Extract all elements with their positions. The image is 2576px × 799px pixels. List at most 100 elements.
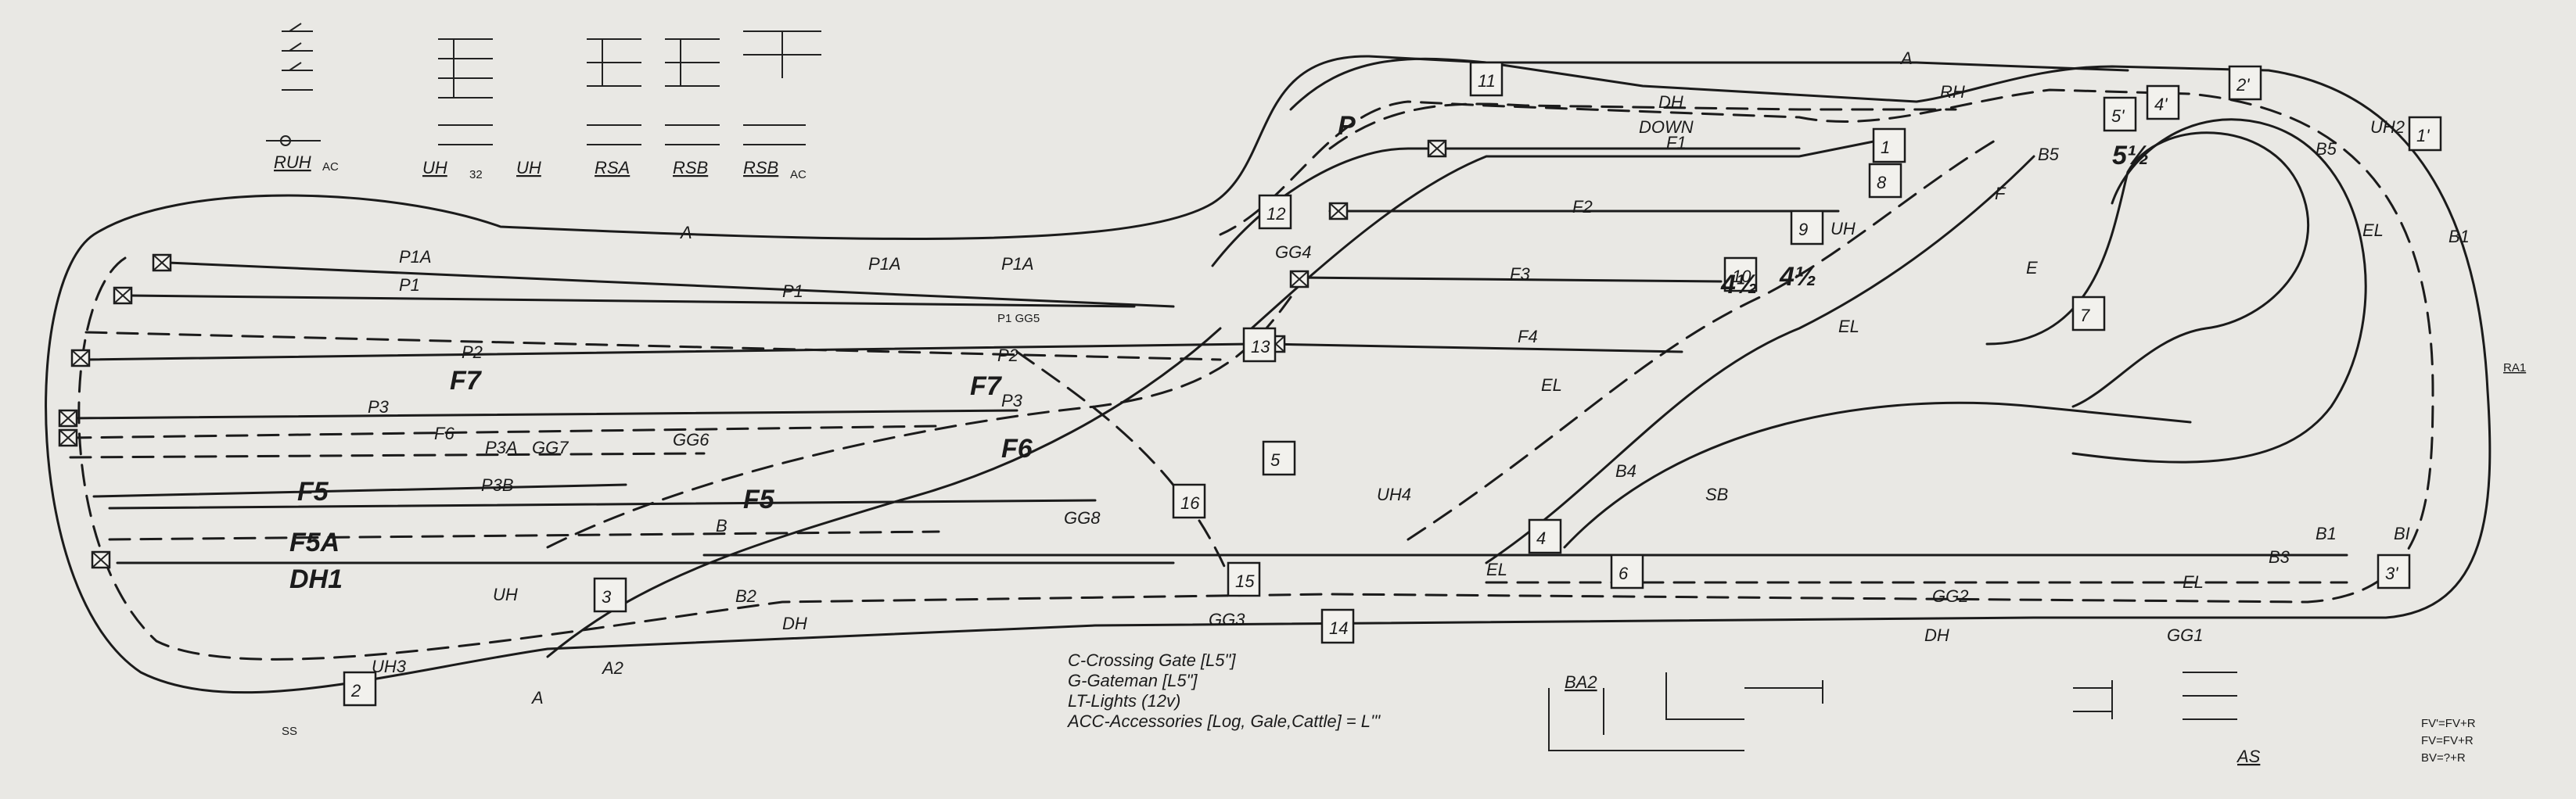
label-b-mid: B: [716, 516, 728, 536]
schematic-ruh-sub: AC: [322, 160, 339, 174]
label-el-3: EL: [1486, 560, 1507, 579]
label-el-2: EL: [1838, 317, 1859, 336]
label-el-1: EL: [1541, 375, 1562, 395]
block-box-16: [1172, 483, 1206, 519]
block-number-12: 12: [1266, 204, 1285, 224]
label-dh-top: DH: [1658, 92, 1683, 112]
label-f5-mid: F5: [743, 485, 775, 514]
track-f6: [69, 425, 940, 439]
schematic-rsa-label: RSA: [595, 158, 630, 177]
label-uh-mid: UH: [1831, 219, 1856, 238]
label-f5: F5: [297, 477, 329, 507]
track-p2: [84, 331, 1222, 361]
label-gg2: GG2: [1932, 586, 1968, 606]
block-number-20: 4': [2154, 95, 2168, 114]
label-b2: B2: [735, 586, 756, 606]
label-p1-mid: P1: [782, 281, 803, 301]
label-b1b: B1: [2316, 524, 2337, 543]
track-outer-loop: [45, 55, 2492, 694]
label-p1a: P1A: [399, 247, 432, 267]
track-diag-5: [1485, 155, 2035, 564]
legend: C-Crossing Gate [L5"] G-Gateman [L5"] LT…: [1066, 650, 1381, 731]
block-number-8: 8: [1877, 173, 1887, 192]
label-f7: F7: [450, 366, 483, 396]
block-number-10: 10: [1732, 267, 1751, 286]
label-p3: P3: [368, 397, 390, 417]
label-b5: B5: [2038, 145, 2060, 164]
label-b5b: B5: [2316, 139, 2337, 159]
block-number-17: 1': [2416, 126, 2430, 145]
label-a-low: A: [530, 688, 544, 708]
schematic-uh32-sub: 32: [469, 168, 483, 181]
block-box-4: [1528, 518, 1562, 554]
label-b3: B3: [2269, 547, 2290, 567]
block-box-20: [2146, 84, 2180, 120]
block-number-2: 2: [350, 681, 361, 700]
block-box-18: [2228, 65, 2262, 101]
label-el-4: EL: [2183, 572, 2204, 592]
block-number-3: 3: [602, 587, 612, 607]
label-gg4: GG4: [1275, 242, 1311, 262]
label-uh4: UH4: [1377, 485, 1411, 504]
schematic-ruh: RUH AC: [266, 23, 339, 174]
legend-line-3: LT-Lights (12v): [1068, 691, 1180, 711]
label-a-mid: A: [679, 223, 692, 242]
label-dh-low: DH: [782, 614, 807, 633]
schematic-uh32-alt: UH: [516, 158, 541, 177]
label-p3b: P3B: [481, 475, 514, 495]
label-sb: SB: [1705, 485, 1728, 504]
track-diag-4: [1250, 139, 1879, 330]
block-box-10: [1723, 256, 1758, 292]
schematic-rsb-ac-sub: AC: [790, 168, 807, 181]
block-number-21: 5': [2111, 106, 2125, 126]
block-box-11: [1469, 61, 1504, 97]
track-p1a: [167, 261, 1175, 308]
block-box-1: [1872, 127, 1906, 163]
label-f4: F4: [1518, 327, 1538, 346]
block-number-15: 15: [1235, 571, 1255, 591]
block-box-12: [1258, 194, 1292, 230]
track-mid-p: [1211, 147, 1801, 267]
label-gg8: GG8: [1064, 508, 1101, 528]
schematic-rsb-ac: RSB AC: [743, 30, 821, 181]
block-box-3: [593, 577, 627, 613]
block-box-15: [1227, 561, 1261, 597]
track-a-top: [1289, 57, 2129, 111]
key-line-3: BV=?+R: [2421, 751, 2466, 765]
label-a2: A2: [601, 658, 623, 678]
track-dh-top: [1328, 102, 1957, 150]
track-f5: [108, 499, 1097, 510]
track-lower-siding: [1563, 401, 2192, 549]
track-p3: [69, 409, 1019, 420]
track-f5a: [108, 530, 940, 541]
block-number-18: 2': [2236, 75, 2250, 95]
key-line-2: FV=FV+R: [2421, 734, 2474, 747]
schematic-rsb-label: RSB: [673, 158, 708, 177]
block-box-17: [2408, 116, 2442, 152]
label-gg3: GG3: [1209, 610, 1245, 629]
block-number-6: 6: [1619, 564, 1629, 583]
block-box-9: [1790, 210, 1824, 245]
label-p1-gg5: P1 GG5: [997, 312, 1040, 325]
label-five-half: 5½: [2112, 141, 2149, 170]
label-p3a: P3A: [485, 438, 518, 457]
schematic-rsb-ac-label: RSB: [743, 158, 778, 177]
track-outer-right-curve: [2071, 118, 2367, 464]
label-as: AS: [2236, 747, 2261, 766]
block-number-7: 7: [2080, 306, 2090, 325]
block-box-14: [1320, 608, 1355, 644]
schematic-group: RUH AC UH 32 UH RSA RSB RSB AC: [266, 23, 821, 181]
label-ba2: BA2: [1565, 672, 1597, 692]
track-p1: [128, 294, 1136, 308]
label-p2-mid: P2: [997, 346, 1019, 365]
label-bi: BI: [2394, 524, 2410, 543]
label-p3-mid: P3: [1001, 391, 1023, 410]
label-dh1: DH1: [289, 564, 343, 594]
label-dh-right: DH: [1924, 625, 1949, 645]
label-ra1: RA1: [2503, 361, 2526, 374]
label-gg6: GG6: [673, 430, 710, 450]
block-number-14: 14: [1329, 618, 1348, 638]
track-reverse-loop: [1985, 131, 2310, 408]
